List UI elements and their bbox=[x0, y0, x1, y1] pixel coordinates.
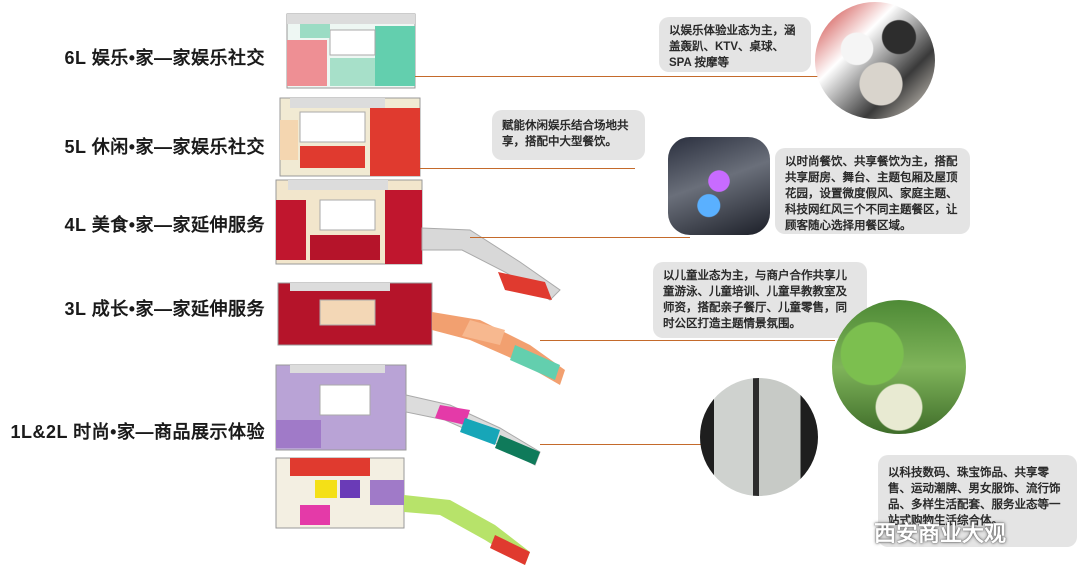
connector-line-3l bbox=[540, 340, 835, 341]
floor-plan-3l bbox=[277, 282, 565, 385]
watermark-text: 西安商业大观 bbox=[874, 521, 1007, 546]
floor-plan-5l bbox=[279, 97, 421, 177]
floor-plan-6l bbox=[286, 13, 416, 89]
floor-label-5l: 5L 休闲•家—家娱乐社交 bbox=[64, 137, 265, 157]
description-3l: 以儿童业态为主，与商户合作共享儿童游泳、儿童培训、儿童早教教室及师资，搭配亲子餐… bbox=[653, 262, 867, 338]
connector-line-5l bbox=[420, 168, 635, 169]
connector-line-6l bbox=[415, 76, 825, 77]
description-6l: 以娱乐体验业态为主，涵盖轰趴、KTV、桌球、SPA 按摩等 bbox=[659, 17, 811, 72]
floor-label-4l: 4L 美食•家—家延伸服务 bbox=[64, 215, 265, 235]
photo-kids-forest bbox=[832, 300, 966, 434]
floor-label-1l2l: 1L&2L 时尚•家—商品展示体验 bbox=[10, 422, 265, 442]
floor-plan-1l bbox=[275, 457, 530, 565]
description-5l: 赋能休闲娱乐结合场地共享，搭配中大型餐饮。 bbox=[492, 110, 645, 160]
watermark: 西安商业大观 bbox=[838, 516, 1006, 548]
floor-label-6l: 6L 娱乐•家—家娱乐社交 bbox=[64, 48, 265, 68]
photo-retail-store bbox=[700, 378, 818, 496]
floor-plan-4l bbox=[275, 179, 561, 301]
photo-entertainment-party bbox=[815, 2, 935, 119]
floor-label-3l: 3L 成长•家—家延伸服务 bbox=[64, 299, 265, 319]
connector-line-1l2l bbox=[540, 444, 705, 445]
description-1l2l: 以科技数码、珠宝饰品、共享零售、运动潮牌、男女服饰、流行饰品、多样生活配套、服务… bbox=[878, 455, 1077, 547]
wechat-icon bbox=[838, 520, 868, 544]
description-4l: 以时尚餐饮、共享餐饮为主，搭配共享厨房、舞台、主题包厢及屋顶花园，设置微度假风、… bbox=[775, 148, 970, 234]
photo-tech-dining bbox=[668, 137, 770, 235]
connector-line-4l bbox=[470, 237, 690, 238]
floor-plan-2l bbox=[275, 364, 541, 466]
